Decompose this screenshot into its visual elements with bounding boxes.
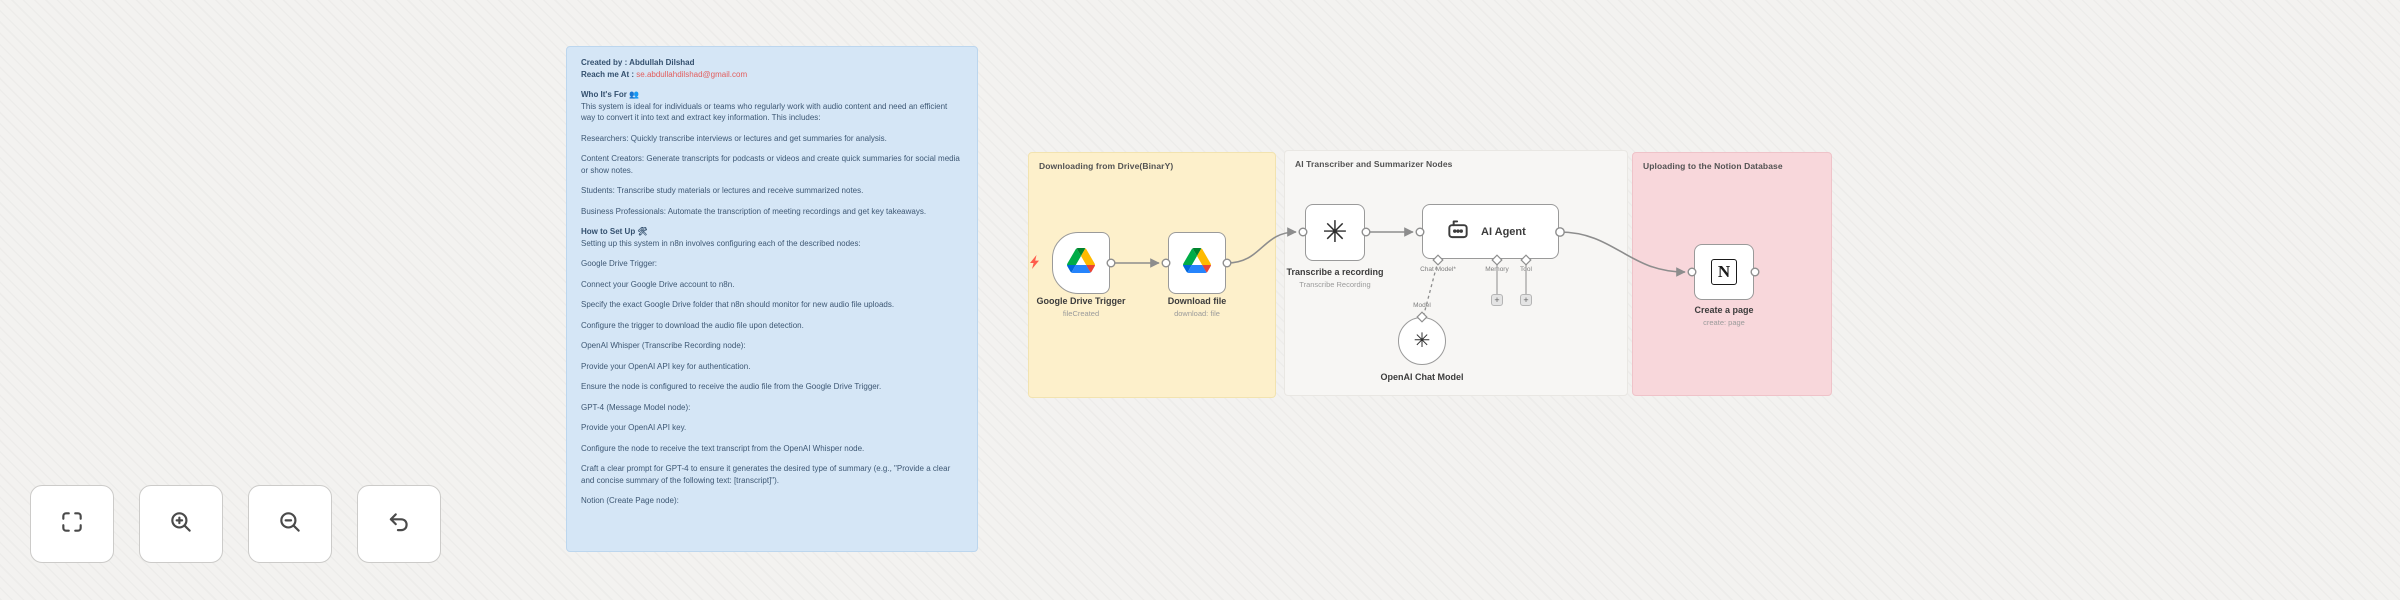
zoom-out-icon: [277, 509, 303, 540]
note-paragraph: Configure the trigger to download the au…: [581, 320, 804, 330]
node-create-page[interactable]: N: [1694, 244, 1754, 300]
node-ai-agent[interactable]: AI Agent: [1422, 204, 1559, 259]
section-title: Downloading from Drive(BinarY): [1039, 161, 1174, 171]
zoom-to-fit-icon: [59, 509, 85, 540]
openai-icon: ✳: [1413, 330, 1431, 352]
note-created-by: Created by : Abdullah Dilshad: [581, 58, 695, 67]
note-paragraph: Configure the node to receive the text t…: [581, 443, 865, 453]
note-paragraph: Content Creators: Generate transcripts f…: [581, 154, 960, 175]
robot-icon: [1445, 216, 1471, 247]
node-label-trigger: Google Drive Trigger fileCreated: [1036, 296, 1126, 318]
note-contact-line: Reach me At : se.abdullahdilshad@gmail.c…: [581, 69, 963, 81]
trigger-lightning-icon: [1029, 255, 1040, 274]
zoom-to-fit-button[interactable]: [30, 485, 114, 563]
port-label-tool: Tool: [1520, 266, 1532, 273]
port-label-model: Model: [1413, 302, 1431, 309]
plus-icon: +: [1523, 294, 1529, 305]
note-paragraph: Google Drive Trigger:: [581, 259, 658, 268]
node-label-download: Download file download: file: [1167, 296, 1227, 318]
openai-icon: ✳: [1322, 215, 1348, 249]
note-reach-label: Reach me At :: [581, 69, 637, 79]
node-label-chat-model: OpenAI Chat Model: [1380, 372, 1464, 382]
add-tool-button[interactable]: +: [1520, 294, 1532, 306]
node-label-transcribe: Transcribe a recording Transcribe Record…: [1286, 267, 1384, 289]
section-title: AI Transcriber and Summarizer Nodes: [1295, 159, 1453, 169]
note-paragraph: Students: Transcribe study materials or …: [581, 186, 864, 195]
note-paragraph: OpenAI Whisper (Transcribe Recording nod…: [581, 341, 746, 350]
note-paragraph: Provide your OpenAI API key.: [581, 423, 687, 432]
node-label-notion: Create a page create: page: [1694, 305, 1754, 327]
sticky-section-notion[interactable]: Uploading to the Notion Database: [1632, 152, 1832, 396]
node-transcribe-recording[interactable]: ✳: [1305, 204, 1365, 261]
zoom-out-button[interactable]: [248, 485, 332, 563]
node-openai-chat-model[interactable]: ✳: [1398, 317, 1446, 365]
section-title: Uploading to the Notion Database: [1643, 161, 1783, 171]
note-paragraph: Specify the exact Google Drive folder th…: [581, 300, 895, 309]
google-drive-icon: [1067, 248, 1095, 278]
zoom-in-button[interactable]: [139, 485, 223, 563]
note-paragraph: Ensure the node is configured to receive…: [581, 382, 882, 391]
plus-icon: +: [1494, 294, 1500, 305]
note-heading-who: Who It's For 👥: [581, 90, 640, 99]
undo-button[interactable]: [357, 485, 441, 563]
undo-icon: [386, 509, 412, 540]
note-heading-setup: How to Set Up 🛠: [581, 227, 648, 236]
sticky-section-ai-nodes[interactable]: AI Transcriber and Summarizer Nodes: [1284, 150, 1628, 396]
note-paragraph: This system is ideal for individuals or …: [581, 101, 948, 123]
add-memory-button[interactable]: +: [1491, 294, 1503, 306]
sticky-note-instructions[interactable]: Created by : Abdullah Dilshad Reach me A…: [566, 46, 978, 552]
node-download-file[interactable]: [1168, 232, 1226, 294]
node-google-drive-trigger[interactable]: [1052, 232, 1110, 294]
node-title: AI Agent: [1481, 225, 1526, 238]
note-paragraph: GPT-4 (Message Model node):: [581, 402, 691, 412]
notion-icon: N: [1711, 259, 1737, 285]
zoom-in-icon: [168, 509, 194, 540]
note-paragraph: Connect your Google Drive account to n8n…: [581, 279, 735, 289]
google-drive-icon: [1183, 248, 1211, 278]
note-paragraph: Notion (Create Page node):: [581, 496, 679, 505]
note-paragraph: Craft a clear prompt for GPT-4 to ensure…: [581, 464, 951, 485]
note-paragraph: Researchers: Quickly transcribe intervie…: [581, 133, 887, 143]
note-paragraph: Business Professionals: Automate the tra…: [581, 206, 927, 216]
note-paragraph: Provide your OpenAI API key for authenti…: [581, 361, 751, 371]
email-link[interactable]: se.abdullahdilshad@gmail.com: [636, 69, 748, 79]
note-paragraph: Setting up this system in n8n involves c…: [581, 238, 861, 248]
